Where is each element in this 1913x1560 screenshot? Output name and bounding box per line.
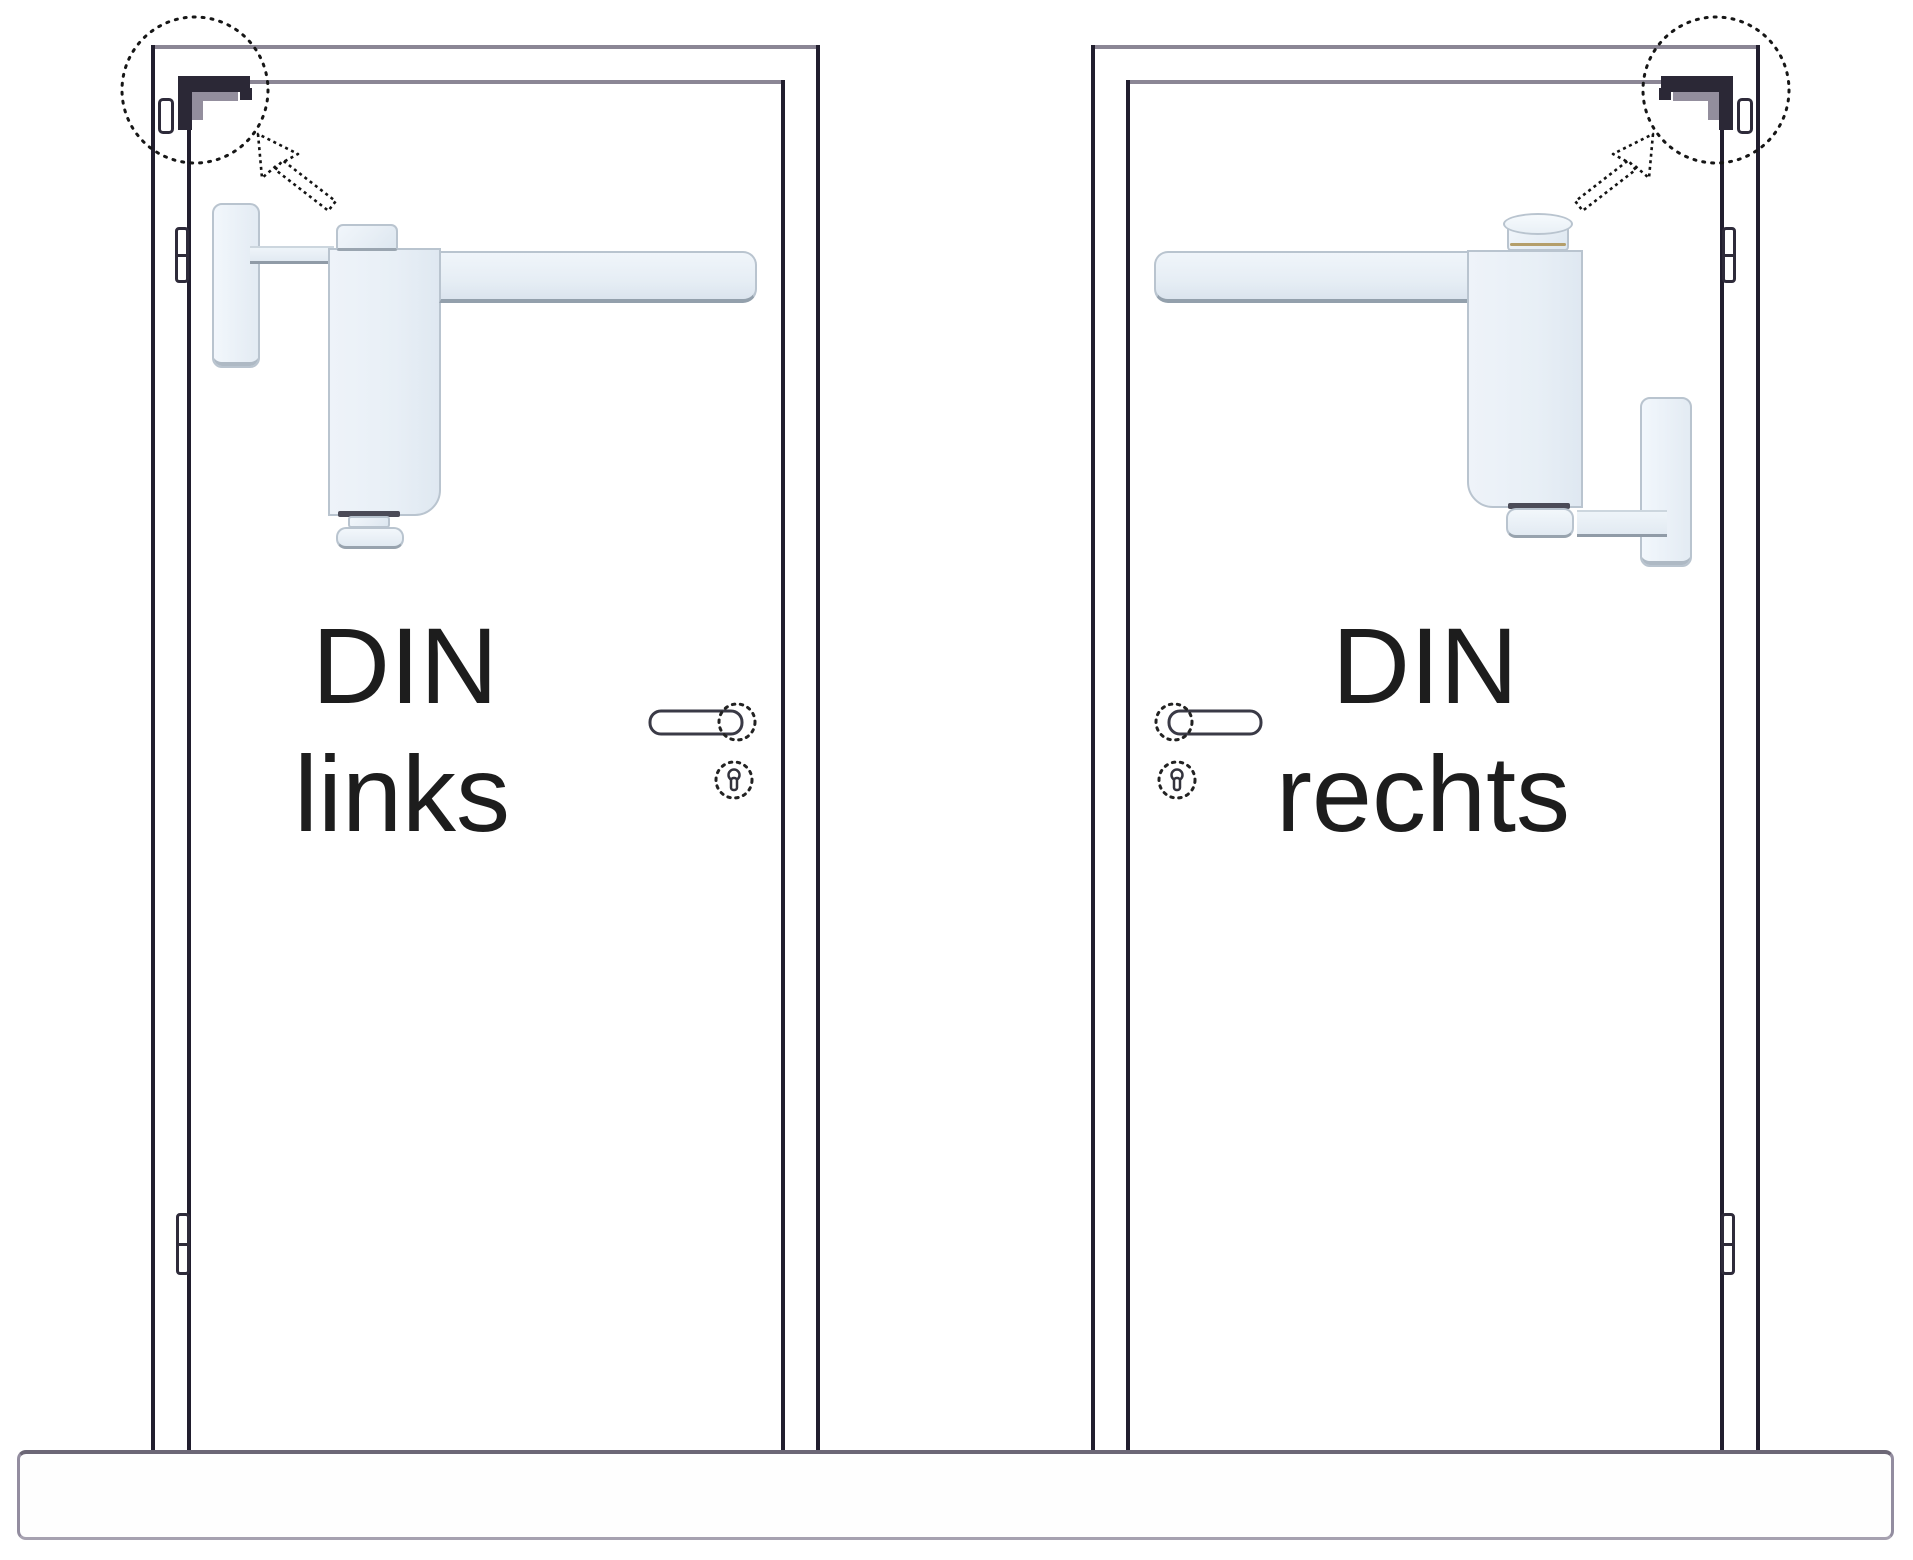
handle-lever [1167, 709, 1263, 736]
right-door-panel-left-line [1126, 80, 1130, 1450]
corner-bracket-bar [1661, 76, 1733, 92]
left-door-label-line1: DIN [312, 605, 498, 726]
keyhole-icon [1157, 760, 1197, 800]
left-door-panel-left-line [187, 80, 191, 1450]
left-door-panel-top-line [187, 80, 785, 84]
closer-slide-channel [212, 203, 260, 368]
hinge-icon [176, 1213, 190, 1275]
door-handle-icon [648, 702, 757, 742]
closer-top-flange [336, 224, 398, 251]
strike-plate-tab [1737, 98, 1753, 134]
keyhole-icon [714, 760, 754, 800]
closer-arm [250, 246, 334, 264]
bracket-shadow [1673, 92, 1719, 101]
closer-pivot-cap [336, 527, 404, 549]
detail-callout-circle [120, 15, 270, 165]
closer-pivot-line [338, 511, 400, 517]
left-door-frame-right-line [816, 45, 820, 1450]
handle-rosette [1154, 702, 1194, 742]
corner-bracket-step [240, 88, 252, 100]
door-handle-icon [1154, 702, 1263, 742]
closer-body [328, 248, 441, 516]
handle-rosette [717, 702, 757, 742]
bracket-shadow [1708, 92, 1719, 120]
right-door-frame-left-line [1091, 45, 1095, 1450]
closer-knob-seam [1510, 243, 1566, 246]
left-door-frame-left-line [151, 45, 155, 1450]
left-door-frame-top-line [151, 45, 820, 49]
closer-arm [1577, 510, 1667, 537]
right-door-frame-right-line [1756, 45, 1760, 1450]
corner-bracket-step [1659, 88, 1671, 100]
right-door-label-line2: rechts [1275, 733, 1571, 854]
closer-housing [1154, 251, 1472, 303]
right-door-panel-right-line [1720, 80, 1724, 1450]
floor-slab [17, 1450, 1894, 1540]
bracket-shadow [192, 92, 238, 101]
right-door-panel-top-line [1126, 80, 1724, 84]
strike-plate-tab [158, 98, 174, 134]
right-door-label-line1: DIN [1332, 605, 1518, 726]
left-door-label-line2: links [293, 733, 511, 854]
closer-pivot-cap [1506, 508, 1574, 538]
closer-pivot-line [1508, 503, 1570, 509]
corner-bracket-arm [1719, 76, 1733, 130]
cursor-arrow-icon [1574, 132, 1655, 212]
closer-slide-channel [1640, 397, 1692, 567]
closer-body [1467, 250, 1583, 508]
hinge-icon [175, 227, 189, 283]
handle-lever [648, 709, 744, 736]
hinge-icon [1722, 227, 1736, 283]
bracket-shadow [192, 92, 203, 120]
closer-housing [439, 251, 757, 303]
right-door-frame-top-line [1091, 45, 1760, 49]
detail-callout-circle [1641, 15, 1791, 165]
left-door-panel-right-line [781, 80, 785, 1450]
cursor-arrow-icon [256, 132, 337, 212]
corner-bracket-bar [178, 76, 250, 92]
closer-knob-top [1503, 213, 1573, 235]
corner-bracket-arm [178, 76, 192, 130]
hinge-icon [1721, 1213, 1735, 1275]
